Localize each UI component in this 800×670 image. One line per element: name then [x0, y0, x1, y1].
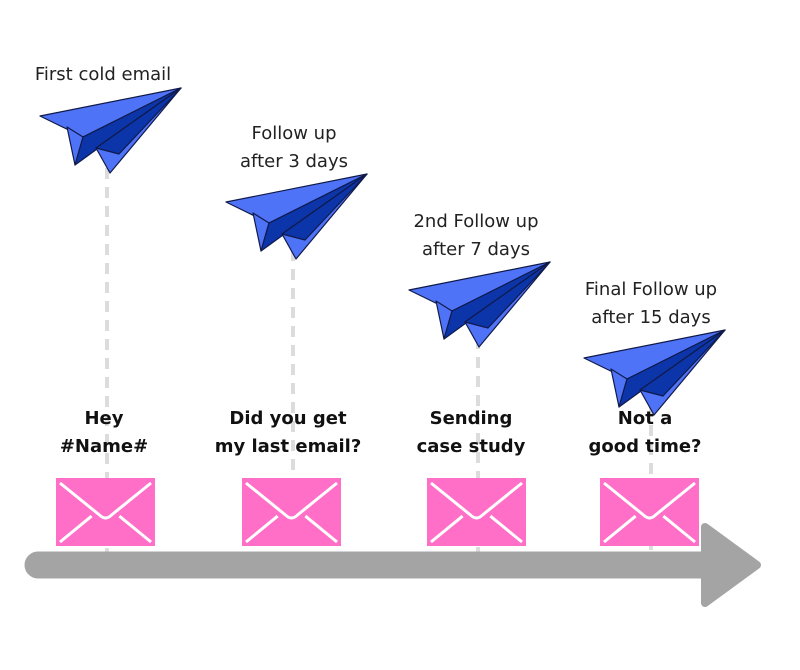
paper-plane-shape: [225, 173, 368, 260]
timeline-arrowhead: [701, 523, 761, 607]
envelope-fold: [430, 514, 523, 544]
paper-plane-shape: [583, 329, 726, 416]
email-subject-1: Hey #Name#: [59, 408, 149, 457]
email-subject-2: Did you get my last email?: [214, 408, 362, 457]
step-label-4: Final Follow up after 15 days: [584, 279, 718, 328]
envelope-fold: [59, 514, 152, 544]
step-label-3: 2nd Follow up after 7 days: [413, 211, 539, 260]
email-subject-4: Not a good time?: [588, 408, 702, 457]
envelope-body: [56, 478, 155, 546]
paper-plane-icon: [583, 329, 726, 416]
envelope-body: [427, 478, 526, 546]
paper-plane-shape: [408, 261, 551, 348]
envelope-flap: [430, 481, 523, 520]
envelope-flap: [245, 481, 338, 520]
envelope-icon: [427, 478, 526, 546]
paper-plane-icon: [39, 87, 182, 174]
envelope-icon: [600, 478, 699, 546]
envelope-fold: [245, 514, 338, 544]
envelope-icon: [242, 478, 341, 546]
step-label-1: First cold email: [34, 64, 172, 85]
envelope-fold: [603, 514, 696, 544]
envelope-flap: [603, 481, 696, 520]
envelope-flap: [59, 481, 152, 520]
envelope-body: [242, 478, 341, 546]
email-subject-3: Sending case study: [416, 408, 526, 457]
paper-plane-shape: [39, 87, 182, 174]
envelope-body: [600, 478, 699, 546]
paper-plane-icon: [408, 261, 551, 348]
envelope-icon: [56, 478, 155, 546]
paper-plane-icon: [225, 173, 368, 260]
step-label-2: Follow up after 3 days: [240, 123, 348, 172]
